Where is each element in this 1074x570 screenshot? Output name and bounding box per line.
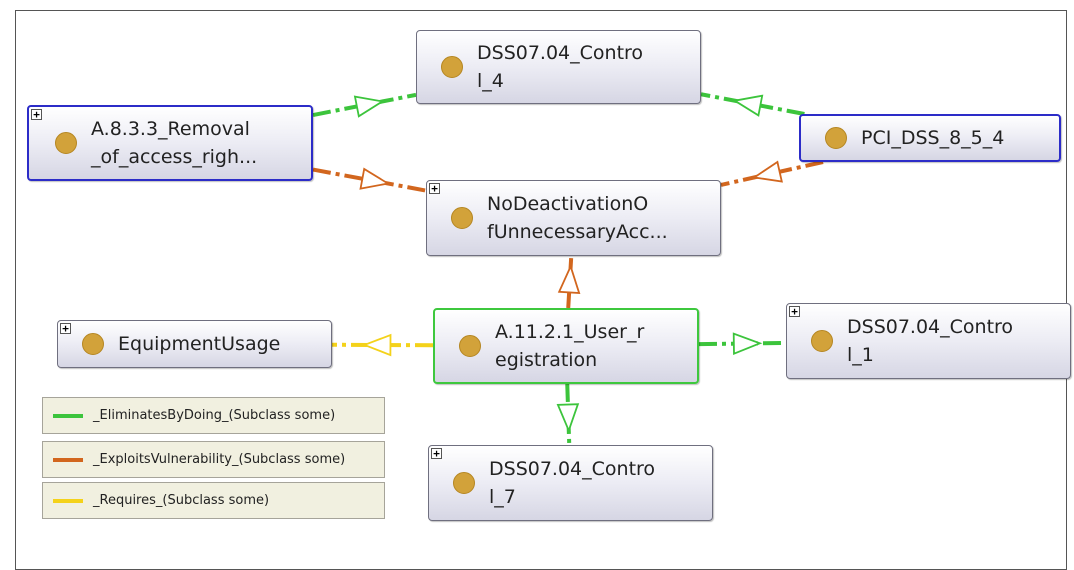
legend-item-exploits: _ExploitsVulnerability_(Subclass some) [42,441,385,478]
expand-icon[interactable]: + [60,323,71,334]
edge-exploits [720,160,824,187]
node-a-8-3-3-removal-of-access-rights[interactable]: + A.8.3.3_Removal _of_access_righ... [27,105,313,181]
node-pci-dss-8-5-4[interactable]: PCI_DSS_8_5_4 [799,114,1061,162]
edge-requires [331,342,434,348]
class-dot-icon [459,335,481,357]
edge-eliminates [700,92,805,116]
node-label: A.8.3.3_Removal _of_access_righ... [91,118,258,168]
expand-icon[interactable]: + [31,109,42,120]
legend-swatch-requires [53,498,83,503]
node-label: PCI_DSS_8_5_4 [861,127,1005,149]
class-dot-icon [451,207,473,229]
node-label: A.11.2.1_User_r egistration [495,321,645,371]
node-nodeactivation-of-unnecessary-access[interactable]: + NoDeactivationO fUnnecessaryAcc... [426,180,721,256]
node-label: DSS07.04_Contro l_7 [489,458,656,508]
node-a-11-2-1-user-registration[interactable]: A.11.2.1_User_r egistration [433,308,699,384]
legend-item-requires: _Requires_(Subclass some) [42,482,385,519]
legend-item-eliminates: _EliminatesByDoing_(Subclass some) [42,397,385,434]
legend-label: _ExploitsVulnerability_(Subclass some) [93,452,346,467]
class-dot-icon [825,127,847,149]
arrowhead-requires [361,333,392,357]
node-dss07-04-control-4[interactable]: DSS07.04_Contro l_4 [416,30,701,104]
node-label: NoDeactivationO fUnnecessaryAcc... [487,193,668,243]
arrowhead-eliminates [732,332,763,356]
node-label: DSS07.04_Contro l_4 [477,42,644,92]
edge-eliminates [312,92,417,117]
node-dss07-04-control-7[interactable]: + DSS07.04_Contro l_7 [428,445,713,521]
arrowhead-exploits [359,167,391,190]
edges-layer [312,92,824,446]
expand-icon[interactable]: + [431,448,442,459]
class-dot-icon [453,472,475,494]
arrowhead-eliminates [353,95,385,118]
arrowhead-eliminates [556,403,580,434]
class-dot-icon [441,56,463,78]
arrowhead-exploits [751,160,783,183]
legend-label: _Requires_(Subclass some) [93,493,270,508]
legend-swatch-eliminates [53,413,83,418]
expand-icon[interactable]: + [789,306,800,317]
class-dot-icon [82,333,104,355]
node-dss07-04-control-1[interactable]: + DSS07.04_Contro l_1 [786,303,1071,379]
legend-swatch-exploits [53,457,83,462]
node-label: EquipmentUsage [118,333,281,355]
node-label: DSS07.04_Contro l_1 [847,316,1014,366]
class-dot-icon [55,132,77,154]
arrowhead-exploits [557,263,581,294]
node-equipment-usage[interactable]: + EquipmentUsage [57,320,332,368]
arrowhead-eliminates [732,94,764,117]
expand-icon[interactable]: + [429,183,440,194]
class-dot-icon [811,330,833,352]
edge-eliminates [565,383,572,446]
legend-label: _EliminatesByDoing_(Subclass some) [93,408,336,423]
